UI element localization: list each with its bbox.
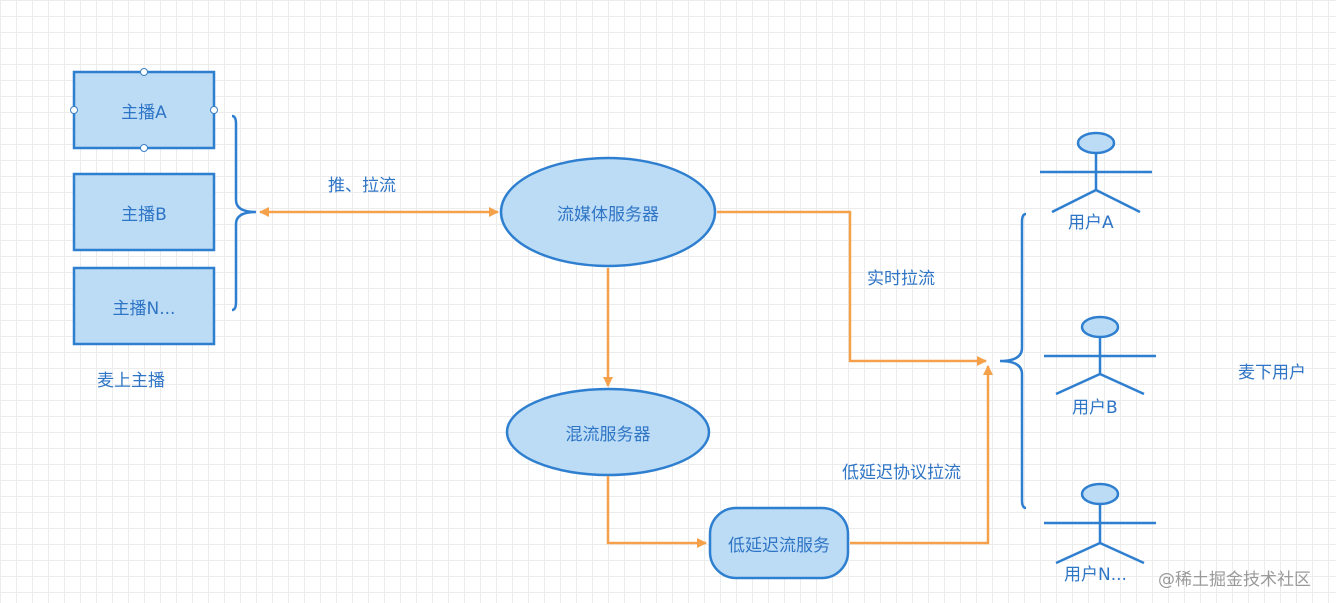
low-latency-pull-arrow <box>850 365 993 545</box>
anchor-n-box[interactable] <box>72 266 216 346</box>
watermark: @稀土掘金技术社区 <box>1158 570 1311 590</box>
mix-server-node[interactable] <box>505 387 711 477</box>
anchor-b-box[interactable] <box>72 172 216 252</box>
user-a-label: 用户A <box>1068 213 1114 233</box>
low-latency-pull-label: 低延迟协议拉流 <box>842 463 961 483</box>
anchors-group-label: 麦上主播 <box>97 371 165 391</box>
mix-server-label: 混流服务器 <box>565 424 651 445</box>
selection-handle[interactable] <box>210 106 218 114</box>
low-latency-service-label: 低延迟流服务 <box>728 535 830 556</box>
user-n-figure[interactable] <box>1044 482 1156 565</box>
realtime-pull-label: 实时拉流 <box>867 269 935 289</box>
selection-handle[interactable] <box>70 106 78 114</box>
user-b-label: 用户B <box>1072 398 1118 418</box>
low-latency-service-node[interactable] <box>708 506 850 580</box>
realtime-pull-arrow <box>717 210 987 366</box>
user-n-label: 用户N... <box>1064 565 1127 585</box>
anchor-n-label: 主播N... <box>112 298 176 319</box>
mix-to-low-latency-arrow <box>606 476 707 548</box>
user-b-figure[interactable] <box>1044 315 1156 396</box>
selection-handle[interactable] <box>140 68 148 76</box>
anchors-brace <box>231 114 257 312</box>
user-a-figure[interactable] <box>1040 131 1152 214</box>
anchor-b-label: 主播B <box>121 204 167 225</box>
users-group-label: 麦下用户 <box>1238 363 1306 383</box>
media-server-label: 流媒体服务器 <box>557 204 659 225</box>
media-server-node[interactable] <box>499 156 717 268</box>
anchor-a-label: 主播A <box>121 102 167 123</box>
selection-handle[interactable] <box>140 144 148 152</box>
push-pull-label: 推、拉流 <box>328 176 396 196</box>
users-brace <box>999 212 1027 510</box>
